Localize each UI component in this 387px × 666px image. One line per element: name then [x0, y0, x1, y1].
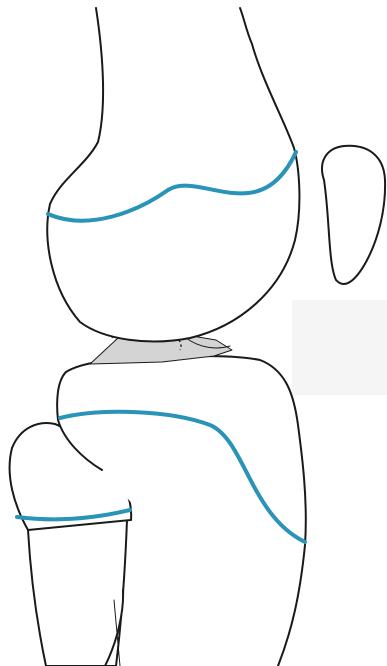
patella: [322, 146, 385, 284]
background-shadow-panel: [292, 300, 387, 395]
femur: [47, 8, 299, 341]
